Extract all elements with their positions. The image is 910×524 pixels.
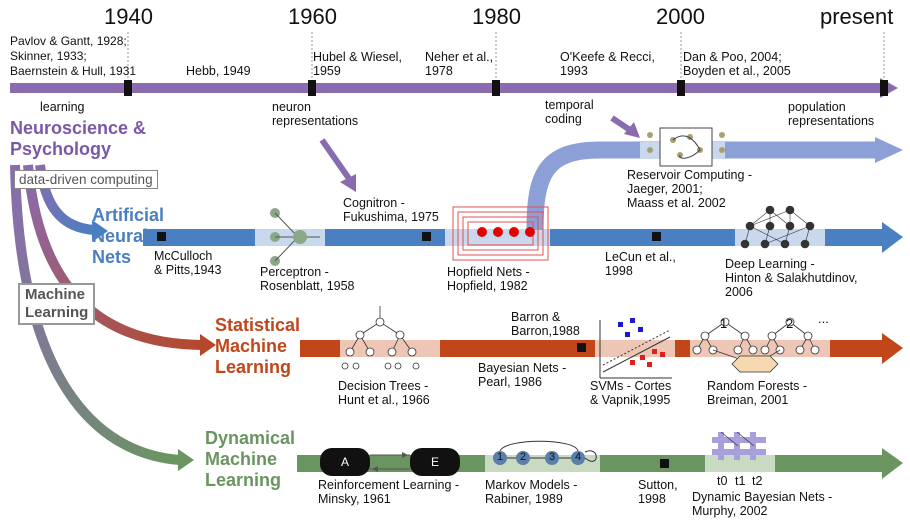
below-label: neuron representations	[272, 100, 359, 128]
timeline-item: Hubel & Wiesel, 1959	[313, 50, 402, 78]
rf-marker: 1	[720, 316, 728, 331]
rf-marker: 2	[786, 316, 794, 331]
dml-item: Sutton, 1998	[638, 478, 678, 506]
dml-arrow	[297, 448, 903, 479]
decision-tree-icon	[341, 306, 420, 370]
svm-icon	[599, 318, 672, 379]
ann-item: Deep Learning - Hinton & Salakhutdinov, …	[725, 257, 858, 299]
timeline-ticks	[124, 32, 888, 96]
hopfield-icon	[452, 206, 549, 261]
markov-icon	[493, 440, 597, 465]
dml-item: Markov Models - Rabiner, 1989	[485, 478, 578, 506]
markov-state: 2	[519, 451, 527, 463]
rl-node-e: E	[430, 455, 439, 469]
sml-item: Random Forests - Breiman, 2001	[707, 379, 808, 407]
ann-arrow	[143, 222, 903, 253]
rf-marker: ...	[818, 311, 829, 326]
year-present: present	[820, 4, 894, 29]
machine-learning-label: Machine Learning	[18, 283, 96, 325]
pointer-arrows	[319, 115, 640, 192]
below-label: population representations	[788, 100, 875, 128]
below-label: learning	[40, 100, 85, 114]
year-1960: 1960	[288, 4, 337, 29]
sml-item: SVMs - Cortes & Vapnik,1995	[590, 379, 672, 407]
timeline-item: Neher et al., 1978	[425, 50, 494, 78]
ann-item: LeCun et al., 1998	[605, 250, 676, 278]
ann-title: Artificial Neural Nets	[92, 205, 165, 267]
timeline-item: Pavlov & Gantt, 1928; Skinner, 1933; Bae…	[10, 34, 137, 78]
ann-item: Perceptron - Rosenblatt, 1958	[260, 265, 355, 293]
data-driven-label: data-driven computing	[14, 170, 158, 189]
markov-state: 4	[574, 451, 582, 463]
deep-net-icon	[740, 205, 815, 249]
timeline-item: Dan & Poo, 2004; Boyden et al., 2005	[683, 50, 791, 78]
dbn-time: t1	[735, 474, 746, 488]
rl-icon	[320, 448, 460, 476]
dml-item: Reinforcement Learning - Minsky, 1961	[318, 478, 460, 506]
rl-node-a: A	[340, 455, 349, 469]
year-2000: 2000	[656, 4, 705, 29]
dbn-icon	[712, 431, 766, 460]
sml-item: Bayesian Nets - Pearl, 1986	[478, 361, 567, 389]
reservoir-icon	[647, 127, 725, 167]
perceptron-icon	[270, 208, 320, 266]
sml-item: Decision Trees - Hunt et al., 1966	[338, 379, 430, 407]
ann-item: McCulloch & Pitts,1943	[154, 249, 222, 277]
dbn-time: t2	[752, 474, 763, 488]
markov-state: 3	[548, 451, 556, 463]
dml-item: Dynamic Bayesian Nets - Murphy, 2002	[692, 490, 833, 518]
neuroscience-label: Neuroscience & Psychology	[10, 118, 147, 159]
below-label: temporal coding	[545, 98, 594, 126]
timeline-item: Hebb, 1949	[186, 64, 251, 78]
ann-item: Reservoir Computing - Jaeger, 2001; Maas…	[627, 168, 753, 210]
timeline-item: O'Keefe & Recci, 1993	[560, 50, 655, 78]
markov-state: 1	[496, 451, 504, 463]
sml-item: Barron & Barron,1988	[511, 310, 580, 338]
dbn-time: t0	[717, 474, 728, 488]
sml-title: Statistical Machine Learning	[215, 315, 301, 377]
dml-title: Dynamical Machine Learning	[205, 428, 296, 490]
year-1940: 1940	[104, 4, 153, 29]
timeline-arrow	[10, 78, 898, 98]
random-forest-icon	[692, 317, 820, 373]
ann-item: Hopfield Nets - Hopfield, 1982	[447, 265, 530, 293]
ann-item: Cognitron - Fukushima, 1975	[343, 196, 439, 224]
year-1980: 1980	[472, 4, 521, 29]
